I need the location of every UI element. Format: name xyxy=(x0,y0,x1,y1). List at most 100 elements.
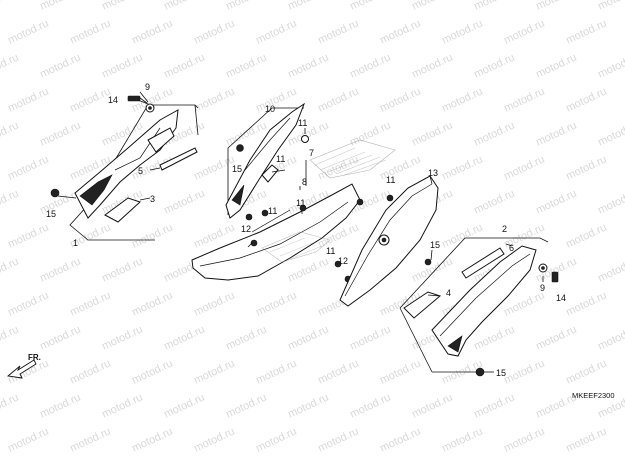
watermark-text: motod.ru xyxy=(130,17,174,46)
watermark-text: motod.ru xyxy=(316,357,360,386)
center-seat-cowl-group xyxy=(191,102,396,283)
watermark-text: motod.ru xyxy=(410,0,454,13)
callout-7: 7 xyxy=(309,148,314,158)
watermark-text: motod.ru xyxy=(6,85,50,114)
watermark-text: motod.ru xyxy=(38,391,82,420)
watermark-text: motod.ru xyxy=(564,221,608,250)
watermark-text: motod.ru xyxy=(410,51,454,80)
watermark-text: motod.ru xyxy=(0,51,21,80)
callout-15-c: 15 xyxy=(430,240,440,250)
callout-11-e: 11 xyxy=(326,246,335,256)
watermark-text: motod.ru xyxy=(378,357,422,386)
watermark-text: motod.ru xyxy=(596,0,625,13)
watermark-text: motod.ru xyxy=(564,153,608,182)
callout-12-b: 12 xyxy=(338,256,348,266)
watermark-text: motod.ru xyxy=(6,153,50,182)
watermark-text: motod.ru xyxy=(502,17,546,46)
watermark-text: motod.ru xyxy=(192,153,236,182)
watermark-text: motod.ru xyxy=(502,425,546,454)
watermark-text: motod.ru xyxy=(534,51,578,80)
callout-3: 3 xyxy=(150,194,155,204)
callout-4: 4 xyxy=(446,288,451,298)
callout-15-b: 15 xyxy=(232,164,242,174)
watermark-text: motod.ru xyxy=(378,85,422,114)
callout-9-right: 9 xyxy=(540,283,545,293)
watermark-text: motod.ru xyxy=(254,17,298,46)
watermark-text: motod.ru xyxy=(224,323,268,352)
watermark-text: motod.ru xyxy=(440,221,484,250)
watermark-text: motod.ru xyxy=(224,51,268,80)
watermark-text: motod.ru xyxy=(254,425,298,454)
right-side-cover-group xyxy=(399,237,559,377)
callout-8: 8 xyxy=(302,177,307,187)
watermark-text: motod.ru xyxy=(162,391,206,420)
watermark-text: motod.ru xyxy=(100,0,144,13)
watermark-text: motod.ru xyxy=(502,85,546,114)
watermark-text: motod.ru xyxy=(502,153,546,182)
watermark-text: motod.ru xyxy=(378,17,422,46)
watermark-text: motod.ru xyxy=(6,221,50,250)
front-direction-label: FR. xyxy=(28,353,41,362)
watermark-text: motod.ru xyxy=(286,51,330,80)
watermark-text: motod.ru xyxy=(38,51,82,80)
front-direction-arrow: FR. xyxy=(6,353,41,379)
watermark-text: motod.ru xyxy=(254,289,298,318)
watermark-text: motod.ru xyxy=(130,289,174,318)
watermark-text: motod.ru xyxy=(162,0,206,13)
watermark-text: motod.ru xyxy=(0,0,21,13)
callout-5: 5 xyxy=(138,166,143,176)
watermark-text: motod.ru xyxy=(564,17,608,46)
callout-11-d: 11 xyxy=(296,198,305,208)
watermark-text: motod.ru xyxy=(472,187,516,216)
watermark-text: motod.ru xyxy=(596,323,625,352)
watermark-text: motod.ru xyxy=(440,153,484,182)
watermark-text: motod.ru xyxy=(192,289,236,318)
watermark-text: motod.ru xyxy=(38,255,82,284)
watermark-text: motod.ru xyxy=(348,119,392,148)
hatched-logo-area xyxy=(261,139,396,263)
callout-11-c: 11 xyxy=(268,206,277,216)
watermark-text: motod.ru xyxy=(192,17,236,46)
watermark-text: motod.ru xyxy=(348,51,392,80)
callout-13: 13 xyxy=(428,168,438,178)
callout-2: 2 xyxy=(502,224,507,234)
watermark-text: motod.ru xyxy=(564,425,608,454)
watermark-text: motod.ru xyxy=(564,357,608,386)
callout-11-f: 11 xyxy=(386,175,395,185)
watermark-text: motod.ru xyxy=(502,357,546,386)
watermark-text: motod.ru xyxy=(6,425,50,454)
watermark-text: motod.ru xyxy=(0,323,21,352)
watermark-text: motod.ru xyxy=(316,425,360,454)
watermark-text: motod.ru xyxy=(410,255,454,284)
callout-14-right: 14 xyxy=(556,293,566,303)
watermark-text: motod.ru xyxy=(440,425,484,454)
side-panel-13 xyxy=(339,175,439,307)
watermark-text: motod.ru xyxy=(286,323,330,352)
watermark-text: motod.ru xyxy=(472,323,516,352)
watermark-text: motod.ru xyxy=(6,289,50,318)
watermark-text: motod.ru xyxy=(100,51,144,80)
watermark-text: motod.ru xyxy=(130,425,174,454)
watermark-text: motod.ru xyxy=(316,17,360,46)
callout-1: 1 xyxy=(73,238,78,248)
callout-10: 10 xyxy=(265,104,275,114)
watermark-text: motod.ru xyxy=(162,51,206,80)
watermark-text: motod.ru xyxy=(192,425,236,454)
callout-11-a: 11 xyxy=(298,118,307,128)
watermark-text: motod.ru xyxy=(192,357,236,386)
watermark-text: motod.ru xyxy=(472,51,516,80)
watermark-text: motod.ru xyxy=(38,0,82,13)
callout-15-a: 15 xyxy=(46,209,56,219)
watermark-text: motod.ru xyxy=(100,391,144,420)
watermark-text: motod.ru xyxy=(0,391,21,420)
watermark-text: motod.ru xyxy=(130,221,174,250)
callout-9-left: 9 xyxy=(145,82,150,92)
watermark-text: motod.ru xyxy=(0,187,21,216)
watermark-text: motod.ru xyxy=(38,119,82,148)
watermark-text: motod.ru xyxy=(440,85,484,114)
watermark-text: motod.ru xyxy=(534,323,578,352)
watermark-text: motod.ru xyxy=(534,187,578,216)
callout-14-left: 14 xyxy=(108,95,118,105)
watermark-text: motod.ru xyxy=(534,0,578,13)
